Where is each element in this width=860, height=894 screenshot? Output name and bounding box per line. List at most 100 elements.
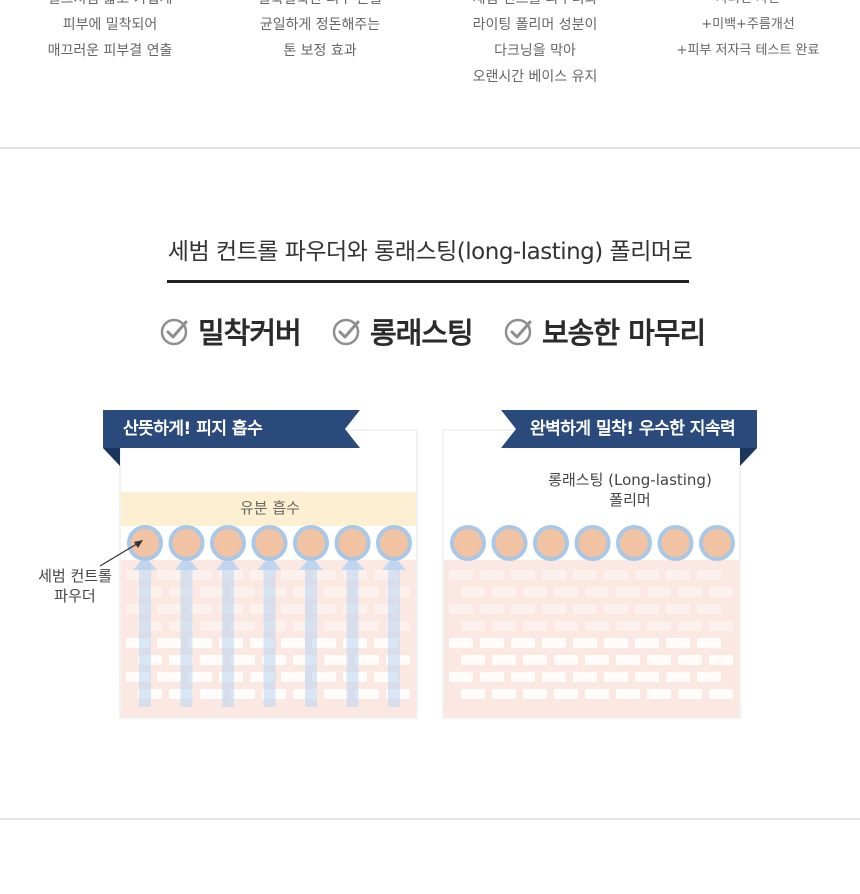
feature-column-1: 실크처럼 얇고 가볍게 피부에 밀착되어 매끄러운 피부결 연출 [5,0,215,64]
check-circle-icon [332,318,360,346]
feature-text: 세범 컨트롤 파우더와 [430,0,640,12]
feature-column-3: 세범 컨트롤 파우더와 라이팅 폴리머 성분이 다크닝을 막아 오랜시간 베이스… [430,0,640,90]
oil-absorption-label: 유분 흡수 [240,499,300,517]
benefit-item: 보송한 마무리 [504,308,706,354]
skin-cell [678,587,702,597]
skin-cell [157,672,181,682]
skin-cell [635,570,659,580]
headline-underline [167,280,689,283]
skin-cell [492,587,516,597]
oil-absorption-illustration [103,410,418,719]
arrowhead-left [134,540,143,548]
skin-cell [511,672,535,682]
feature-text: 오랜시간 베이스 유지 [472,69,598,85]
skin-cell [542,604,566,614]
skin-cell [697,672,721,682]
polymer-label: 롱래스팅 (Long-lasting) 폴리머 [540,470,720,510]
skin-cell [157,638,181,648]
section-divider [0,147,860,149]
skin-cell [604,604,628,614]
benefit-label: 롱래스팅 [370,316,474,350]
skin-cell [542,672,566,682]
banner-fold [103,448,120,466]
skin-cell [492,689,516,699]
skin-cell [585,621,609,631]
skin-cell [355,689,379,699]
absorption-arrow-head [299,556,323,570]
skin-cell [523,621,547,631]
feature-text: 매끄러운 피부결 연출 [47,43,173,59]
skin-cell [523,587,547,597]
benefit-label: 보송한 마무리 [542,316,706,350]
skin-cell [188,638,212,648]
skin-cell [585,655,609,665]
powder-particle [293,525,329,561]
skin-cell [461,621,485,631]
skin-cell [585,689,609,699]
skin-cell [449,638,473,648]
absorption-arrow-head [257,556,282,570]
skin-cell [604,570,628,580]
absorption-arrow-shaft [346,562,359,707]
skin-cell [449,570,473,580]
banner-ribbon [103,410,360,448]
skin-cell [573,638,597,648]
skin-cell [324,587,348,597]
skin-cell [709,655,733,665]
powder-particle [168,525,205,561]
skin-cell [616,587,640,597]
skin-cell [492,655,516,665]
skin-cell [523,689,547,699]
skin-cell [281,638,305,648]
skin-cell [635,604,659,614]
feature-text: 라이팅 폴리머 성분이 [472,17,598,33]
banner-ribbon [501,410,757,448]
skin-cell [709,621,733,631]
skin-cell [188,570,212,580]
feature-text: 자외선 차단 [643,0,853,12]
skin-cell [573,604,597,614]
benefit-item: 롱래스팅 [332,308,474,354]
skin-cell [616,689,640,699]
skin-cell [231,621,255,631]
skin-cell [604,672,628,682]
skin-cell [616,655,640,665]
skin-cell [511,604,535,614]
long-lasting-diagram: 완벽하게 밀착! 우수한 지속력 [440,410,770,720]
skin-cell [647,587,671,597]
skin-cell [697,604,721,614]
skin-cell [511,638,535,648]
absorption-arrow-shaft [305,562,317,707]
benefit-label: 밀착커버 [198,316,302,350]
feature-column-2: 얼룩덜룩한 피부 톤을 균일하게 정돈해주는 톤 보정 효과 [215,0,425,64]
skin-cell [281,604,305,614]
skin-cell [492,621,516,631]
skin-cell [200,587,224,597]
skin-cell [449,604,473,614]
label-line: 파우더 [54,587,96,605]
skin-cell [647,655,671,665]
benefit-list: 밀착커버 롱래스팅 보송한 마무리 [0,308,860,354]
skin-cell [461,689,485,699]
absorption-arrow-shaft [263,562,276,707]
feature-column-4: 자외선 차단 +미백+주름개선 +피부 저자극 테스트 완료 [643,0,853,64]
skin-cell [554,587,578,597]
skin-cell [697,570,721,580]
skin-cell [666,604,690,614]
skin-cell [678,621,702,631]
feature-text: 얼룩덜룩한 피부 톤을 [215,0,425,12]
skin-cell [157,604,181,614]
skin-cell [188,604,212,614]
skin-cell [281,570,305,580]
skin-cell [635,672,659,682]
powder-particle [376,525,412,561]
skin-cell [542,570,566,580]
skin-cell [200,655,224,665]
absorption-arrow-head [133,556,157,570]
skin-cell [324,689,348,699]
skin-cell [312,672,336,682]
skin-cell [200,689,224,699]
skin-cell [480,604,504,614]
powder-particle [616,525,652,561]
skin-cell [461,655,485,665]
